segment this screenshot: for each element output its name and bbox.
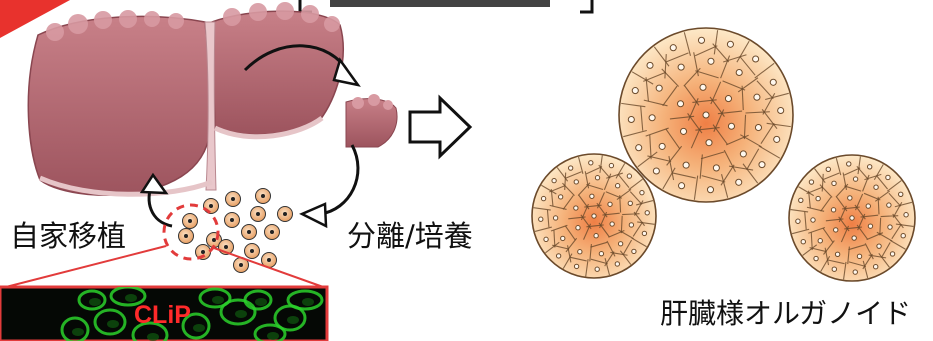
organoid-label: 肝臓様オルガノイド — [660, 300, 911, 328]
organoid-group — [532, 28, 915, 281]
cell-cluster — [179, 189, 293, 273]
curved-arrow-icon — [302, 145, 358, 226]
title-fragment — [296, 0, 596, 13]
autotransplant-label: 自家移植 — [10, 222, 126, 251]
isolation-culture-label: 分離/培養 — [347, 222, 473, 251]
cell — [179, 229, 194, 244]
cell — [225, 213, 240, 228]
liver-right-lobe — [212, 11, 343, 135]
liver-left-lobe — [28, 16, 212, 195]
hollow-right-arrow-icon — [410, 98, 470, 156]
cell — [256, 189, 271, 204]
cell — [265, 225, 280, 240]
organoid — [532, 154, 656, 278]
cell — [183, 214, 198, 229]
cell — [245, 244, 260, 259]
cell — [204, 199, 219, 214]
cell — [251, 207, 266, 222]
clip-marker-label: CLiP — [134, 303, 191, 328]
organoid — [619, 28, 793, 202]
liver-illustration — [28, 2, 343, 195]
cell — [242, 225, 257, 240]
cell — [278, 207, 293, 222]
organoid — [789, 155, 915, 281]
cell — [226, 192, 241, 207]
liver-piece — [346, 94, 397, 147]
